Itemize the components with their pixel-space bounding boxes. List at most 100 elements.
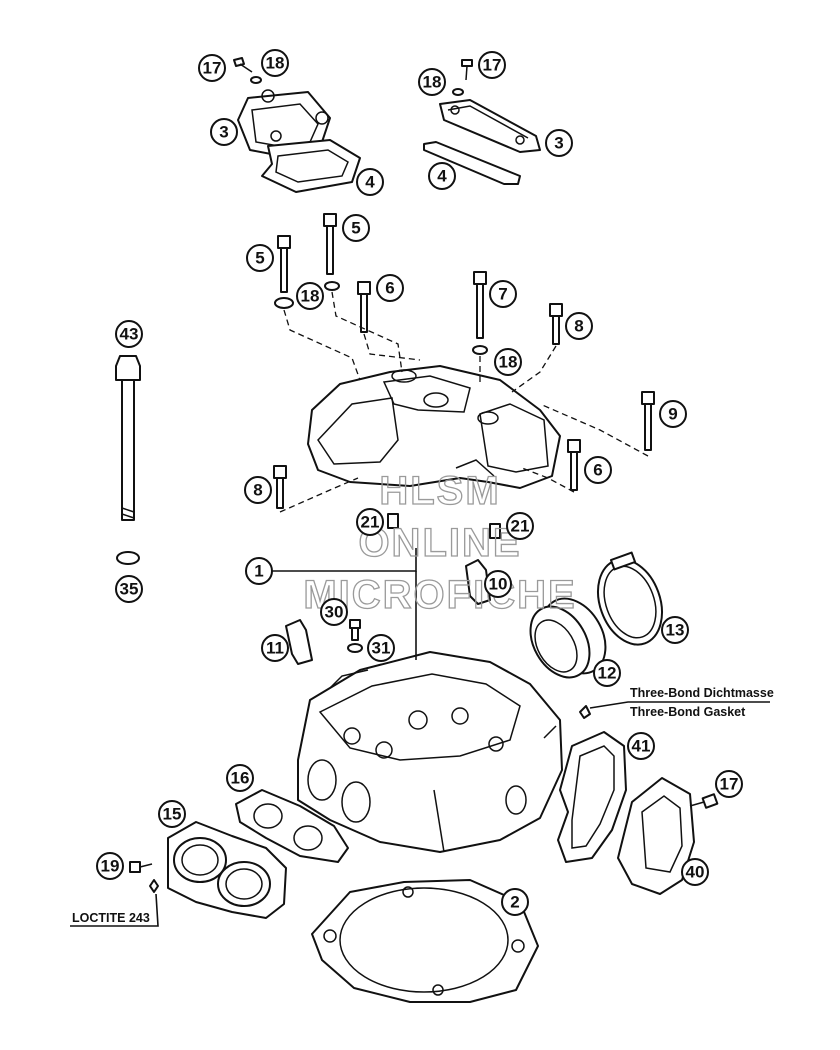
- callout-8b: 8: [244, 476, 272, 504]
- callout-35: 35: [115, 575, 143, 603]
- svg-text:15: 15: [163, 805, 182, 824]
- svg-text:11: 11: [266, 639, 284, 658]
- hose-clamp-13: [597, 551, 663, 646]
- intake-flange-15: [167, 821, 287, 919]
- note-three-bond-en: Three-Bond Gasket: [630, 705, 746, 719]
- head-gasket-2: [311, 879, 539, 1003]
- svg-text:18: 18: [499, 353, 518, 372]
- svg-text:3: 3: [219, 123, 228, 142]
- callout-17b: 17: [478, 51, 506, 79]
- bolt-6a: [357, 281, 371, 333]
- callout-31: 31: [367, 634, 395, 662]
- watermark-line3: MICROFICHE: [303, 573, 576, 617]
- svg-text:18: 18: [266, 54, 285, 73]
- gasket-41: [557, 731, 627, 863]
- part-10: [465, 559, 491, 605]
- svg-text:6: 6: [385, 279, 394, 298]
- callout-3a: 3: [210, 118, 238, 146]
- washer-35: [116, 551, 140, 565]
- dash-bolt8b: [279, 477, 359, 513]
- callout-4b: 4: [428, 162, 456, 190]
- bolt-6b: [567, 439, 581, 491]
- screw-17c: [689, 793, 719, 809]
- callout-17c: 17: [715, 770, 743, 798]
- valve-cover-right: [439, 99, 541, 153]
- washer-5a: [274, 297, 294, 309]
- svg-text:4: 4: [437, 167, 447, 186]
- svg-text:19: 19: [101, 857, 120, 876]
- washer-18b: [452, 88, 464, 96]
- cam-carrier: [307, 365, 561, 489]
- svg-text:2: 2: [510, 893, 519, 912]
- svg-text:17: 17: [483, 56, 502, 75]
- bolt-5b: [323, 213, 337, 275]
- dash-bolt9: [539, 403, 649, 457]
- callout-4a: 4: [356, 168, 384, 196]
- svg-text:4: 4: [365, 173, 375, 192]
- svg-text:16: 16: [231, 769, 250, 788]
- svg-text:17: 17: [720, 775, 739, 794]
- callout-18b: 18: [418, 68, 446, 96]
- svg-text:3: 3: [554, 134, 563, 153]
- svg-text:9: 9: [668, 405, 677, 424]
- svg-text:21: 21: [361, 513, 380, 532]
- svg-text:18: 18: [301, 287, 320, 306]
- dowel-21a: [387, 513, 399, 529]
- screw-17b: [461, 59, 473, 81]
- three-bond-dot: [579, 705, 591, 719]
- svg-text:35: 35: [120, 580, 139, 599]
- svg-text:40: 40: [686, 863, 705, 882]
- svg-text:30: 30: [325, 603, 344, 622]
- watermark-line1: HLSM: [379, 469, 500, 513]
- svg-text:8: 8: [574, 317, 583, 336]
- svg-text:8: 8: [253, 481, 262, 500]
- callout-41: 41: [627, 732, 655, 760]
- callout-18a: 18: [261, 49, 289, 77]
- callout-9: 9: [659, 400, 687, 428]
- cylinder-head: [297, 651, 563, 853]
- svg-text:31: 31: [372, 639, 391, 658]
- callout-30: 30: [320, 598, 348, 626]
- cover-40: [617, 777, 695, 895]
- washer-31: [347, 643, 363, 653]
- callout-7: 7: [489, 280, 517, 308]
- bolt-8a: [549, 303, 563, 345]
- note-loctite: LOCTITE 243: [72, 911, 150, 925]
- callout-40: 40: [681, 858, 709, 886]
- callout-15: 15: [158, 800, 186, 828]
- callout-21a: 21: [356, 508, 384, 536]
- callout-18c: 18: [296, 282, 324, 310]
- callout-3b: 3: [545, 129, 573, 157]
- svg-text:17: 17: [203, 59, 222, 78]
- washer-18a: [250, 76, 262, 84]
- dash-bolt8a: [511, 345, 557, 393]
- part-11: [285, 619, 313, 665]
- screw-19: [129, 861, 153, 873]
- loctite-drop: [149, 879, 159, 893]
- washer-5b: [324, 281, 340, 291]
- svg-text:6: 6: [593, 461, 602, 480]
- svg-text:7: 7: [498, 285, 507, 304]
- leader-loctite: [70, 893, 159, 927]
- callout-2: 2: [501, 888, 529, 916]
- leader-three-bond: [589, 701, 770, 709]
- dash-bolt5b: [331, 291, 403, 373]
- callout-18d: 18: [494, 348, 522, 376]
- callout-1: 1: [245, 557, 273, 585]
- intake-rubber-12: [529, 597, 607, 679]
- svg-text:21: 21: [511, 517, 530, 536]
- callout-10: 10: [484, 570, 512, 598]
- callout-11: 11: [261, 634, 289, 662]
- watermark-line2: ONLINE: [358, 521, 521, 565]
- callout-19: 19: [96, 852, 124, 880]
- bolt-5a: [277, 235, 291, 293]
- svg-text:5: 5: [255, 249, 264, 268]
- svg-text:18: 18: [423, 73, 442, 92]
- washer-18d: [472, 345, 488, 355]
- note-three-bond-de: Three-Bond Dichtmasse: [630, 686, 774, 700]
- valve-cover-gasket-right: [423, 141, 521, 185]
- svg-text:12: 12: [598, 664, 617, 683]
- valve-cover-gasket-left: [261, 139, 361, 193]
- callout-43: 43: [115, 320, 143, 348]
